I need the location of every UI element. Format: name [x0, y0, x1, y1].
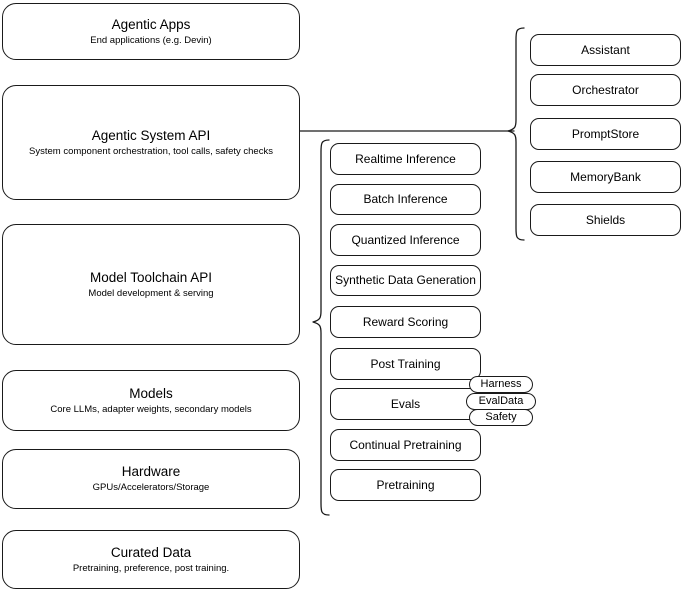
badge-label: EvalData	[478, 395, 524, 407]
layer-subtitle: Pretraining, preference, post training.	[72, 562, 230, 574]
component-label: Synthetic Data Generation	[335, 273, 476, 287]
component-realtime-inference[interactable]: Realtime Inference	[330, 143, 481, 175]
component-label: Evals	[390, 396, 421, 411]
layer-title: Hardware	[121, 464, 181, 479]
layer-title: Model Toolchain API	[89, 269, 213, 285]
badge-evaldata[interactable]: EvalData	[466, 393, 536, 410]
component-orchestrator[interactable]: Orchestrator	[530, 74, 681, 106]
component-post-training[interactable]: Post Training	[330, 348, 481, 380]
component-continual-pretraining[interactable]: Continual Pretraining	[330, 429, 481, 461]
badge-harness[interactable]: Harness	[469, 376, 533, 393]
component-label: Pretraining	[376, 477, 435, 492]
component-promptstore[interactable]: PromptStore	[530, 118, 681, 150]
layer-title: Curated Data	[110, 544, 192, 560]
badge-label: Safety	[485, 411, 517, 423]
component-label: Shields	[585, 212, 626, 227]
component-reward-scoring[interactable]: Reward Scoring	[330, 306, 481, 338]
layer-title: Agentic System API	[91, 127, 211, 143]
layer-subtitle: Core LLMs, adapter weights, secondary mo…	[50, 403, 252, 415]
component-evals[interactable]: Evals	[330, 388, 481, 420]
layer-title: Agentic Apps	[111, 16, 191, 32]
layer-model-toolchain-api[interactable]: Model Toolchain API Model development & …	[2, 224, 300, 345]
layer-curated-data[interactable]: Curated Data Pretraining, preference, po…	[2, 530, 300, 589]
layer-subtitle: GPUs/Accelerators/Storage	[92, 482, 210, 493]
layer-subtitle: System component orchestration, tool cal…	[29, 145, 273, 157]
component-quantized-inference[interactable]: Quantized Inference	[330, 224, 481, 256]
component-shields[interactable]: Shields	[530, 204, 681, 236]
brace-toolchain-components	[312, 139, 330, 516]
layer-subtitle: Model development & serving	[88, 287, 214, 299]
component-label: Assistant	[581, 42, 630, 57]
layer-models[interactable]: Models Core LLMs, adapter weights, secon…	[2, 370, 300, 431]
layer-subtitle: End applications (e.g. Devin)	[90, 34, 212, 46]
brace-agentic-components	[507, 27, 525, 241]
component-label: Continual Pretraining	[349, 437, 462, 452]
component-label: Quantized Inference	[351, 232, 460, 247]
component-pretraining[interactable]: Pretraining	[330, 469, 481, 501]
component-assistant[interactable]: Assistant	[530, 34, 681, 66]
badge-safety[interactable]: Safety	[469, 409, 533, 426]
component-label: Post Training	[370, 356, 441, 371]
layer-agentic-apps[interactable]: Agentic Apps End applications (e.g. Devi…	[2, 3, 300, 60]
component-label: Batch Inference	[363, 192, 448, 206]
layer-hardware[interactable]: Hardware GPUs/Accelerators/Storage	[2, 449, 300, 509]
component-synthetic-data-generation[interactable]: Synthetic Data Generation	[330, 265, 481, 296]
component-memorybank[interactable]: MemoryBank	[530, 161, 681, 193]
layer-agentic-system-api[interactable]: Agentic System API System component orch…	[2, 85, 300, 200]
badge-label: Harness	[480, 378, 522, 390]
component-batch-inference[interactable]: Batch Inference	[330, 184, 481, 215]
component-label: PromptStore	[571, 126, 640, 141]
component-label: MemoryBank	[570, 169, 641, 184]
component-label: Reward Scoring	[362, 314, 449, 329]
component-label: Orchestrator	[572, 82, 639, 97]
layer-title: Models	[129, 385, 173, 401]
component-label: Realtime Inference	[355, 151, 456, 166]
